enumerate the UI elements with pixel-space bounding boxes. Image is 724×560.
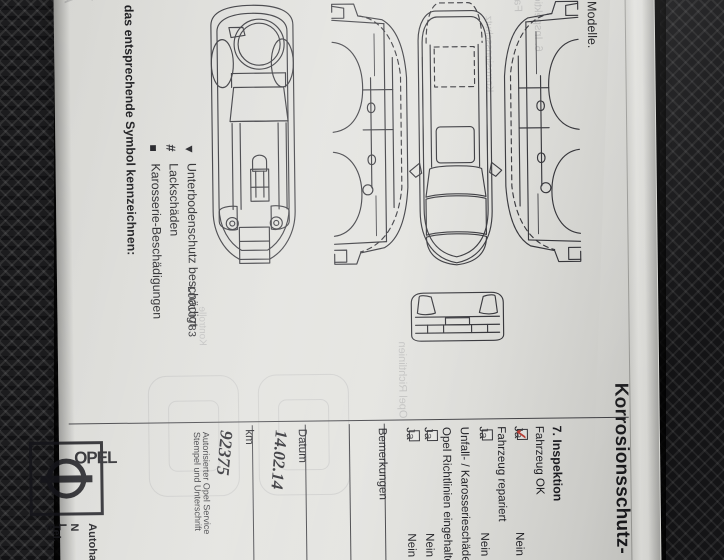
diagram-body-side-view-left (331, 3, 409, 265)
diagram-body-side-view-right (503, 0, 582, 263)
km-label: km (242, 429, 256, 445)
legend-symbol-hash-icon: # (163, 144, 179, 152)
row-0-yes-checkmark-icon: ✓ (511, 427, 528, 441)
remarks-label: Bemerkungen (375, 427, 390, 500)
row-1-no-label: Nein (478, 532, 492, 557)
booklet-page: Autohaus M.Sc Tel.: 0340 / 51013 Kontrol… (28, 0, 662, 560)
km-value-handwritten: 92375 (212, 429, 237, 477)
bleedthrough-text: Tel.: 0340 / 51013 (82, 0, 94, 1)
row-1-yes-checkbox[interactable] (481, 429, 493, 441)
row-label-fahrzeug-repariert: Fahrzeug repariert (494, 426, 509, 522)
row-0-no-label: Nein (513, 531, 527, 556)
row-2-no-label: Nein (423, 533, 437, 558)
diagram-front-bumper-view (410, 291, 505, 342)
stamp-caption-line-2: Stempel und Unterschrift (191, 431, 204, 532)
legend-symbol-square-icon: ■ (146, 144, 161, 152)
background-texture-left (0, 0, 62, 560)
row-3-no-label: Nein (405, 533, 419, 558)
diagram-engine-bay-top-view (210, 4, 296, 265)
stamp-brand-text: OPEL (74, 447, 117, 468)
legend-intro: das entsprechende Symbol kennzeichnen: (121, 4, 139, 256)
diagram-roof-top-view (409, 2, 503, 266)
legend-label-body-damage: Karosserie-Beschädigungen (148, 163, 165, 320)
legend-label-paint-damage: Lackschäden (166, 163, 182, 237)
row-3-yes-checkbox[interactable] (408, 430, 420, 442)
part-number: L0010783 (185, 285, 198, 338)
bleedthrough-text: Opel Richtlinien (395, 341, 409, 419)
inspection-heading: 7. Inspektion (549, 425, 565, 502)
background-texture-right (660, 0, 724, 560)
date-label: Datum (295, 428, 310, 463)
page-title: Korrosionsschutz- (610, 382, 634, 555)
row-label-fahrzeug-ok: Fahrzeug OK (532, 425, 547, 495)
stamp-dealer-line-1: Autohaus (85, 523, 99, 560)
row-label-opel-richtlinien: Opel Richtlinien eingehalten (439, 426, 455, 560)
row-2-yes-checkbox[interactable] (426, 430, 438, 442)
row-label-unfall-karosserieschaeden: Unfall- / Karosserieschäden (457, 426, 473, 560)
